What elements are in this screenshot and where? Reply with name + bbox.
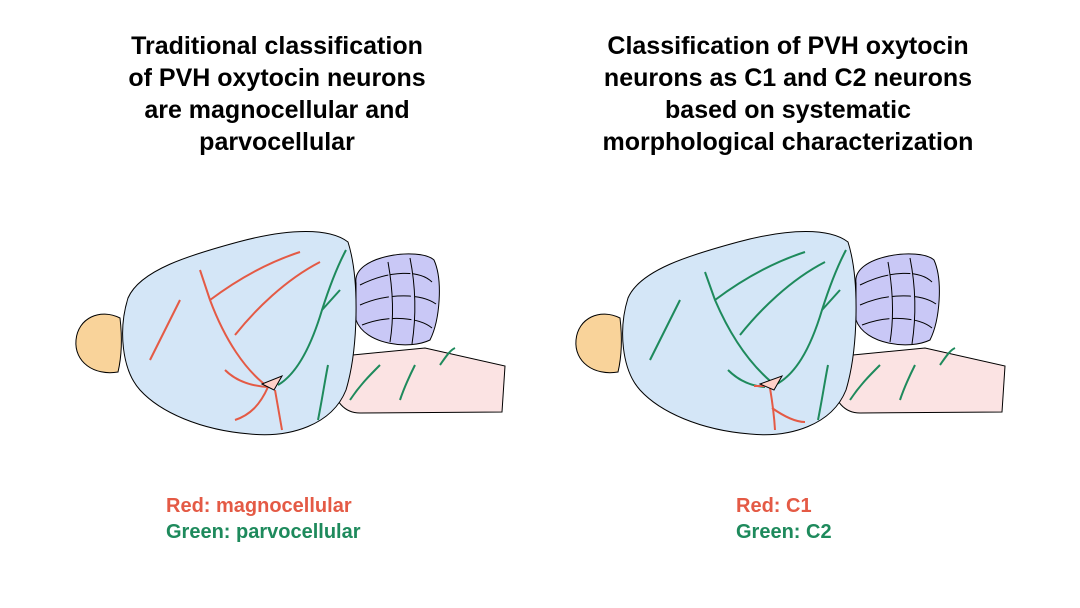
right-panel-title: Classification of PVH oxytocin neurons a…: [602, 32, 974, 156]
left-brain-diagram: [75, 231, 506, 436]
right-legend: Red: C1 Green: C2: [736, 493, 832, 545]
right-legend-green: Green: C2: [736, 521, 832, 543]
cerebral-cortex: [122, 231, 357, 436]
cerebral-cortex: [622, 231, 857, 436]
pvh-nucleus: [758, 375, 784, 391]
right-legend-red: Red: C1: [736, 495, 812, 517]
left-panel-title: Traditional classification of PVH oxytoc…: [128, 32, 426, 156]
right-brain-diagram: [575, 231, 1006, 436]
parvocellular-projections: [277, 249, 456, 421]
cerebellum: [355, 253, 440, 346]
left-legend-red: Red: magnocellular: [166, 495, 352, 517]
left-legend: Red: magnocellular Green: parvocellular: [166, 493, 361, 545]
olfactory-bulb: [75, 313, 122, 374]
c2-projections: [649, 249, 956, 421]
pvh-nucleus: [260, 375, 284, 391]
magnocellular-projections: [149, 251, 321, 431]
olfactory-bulb: [575, 313, 622, 374]
left-legend-green: Green: parvocellular: [166, 521, 361, 543]
c1-projections: [754, 385, 806, 431]
cerebellum: [855, 253, 940, 346]
